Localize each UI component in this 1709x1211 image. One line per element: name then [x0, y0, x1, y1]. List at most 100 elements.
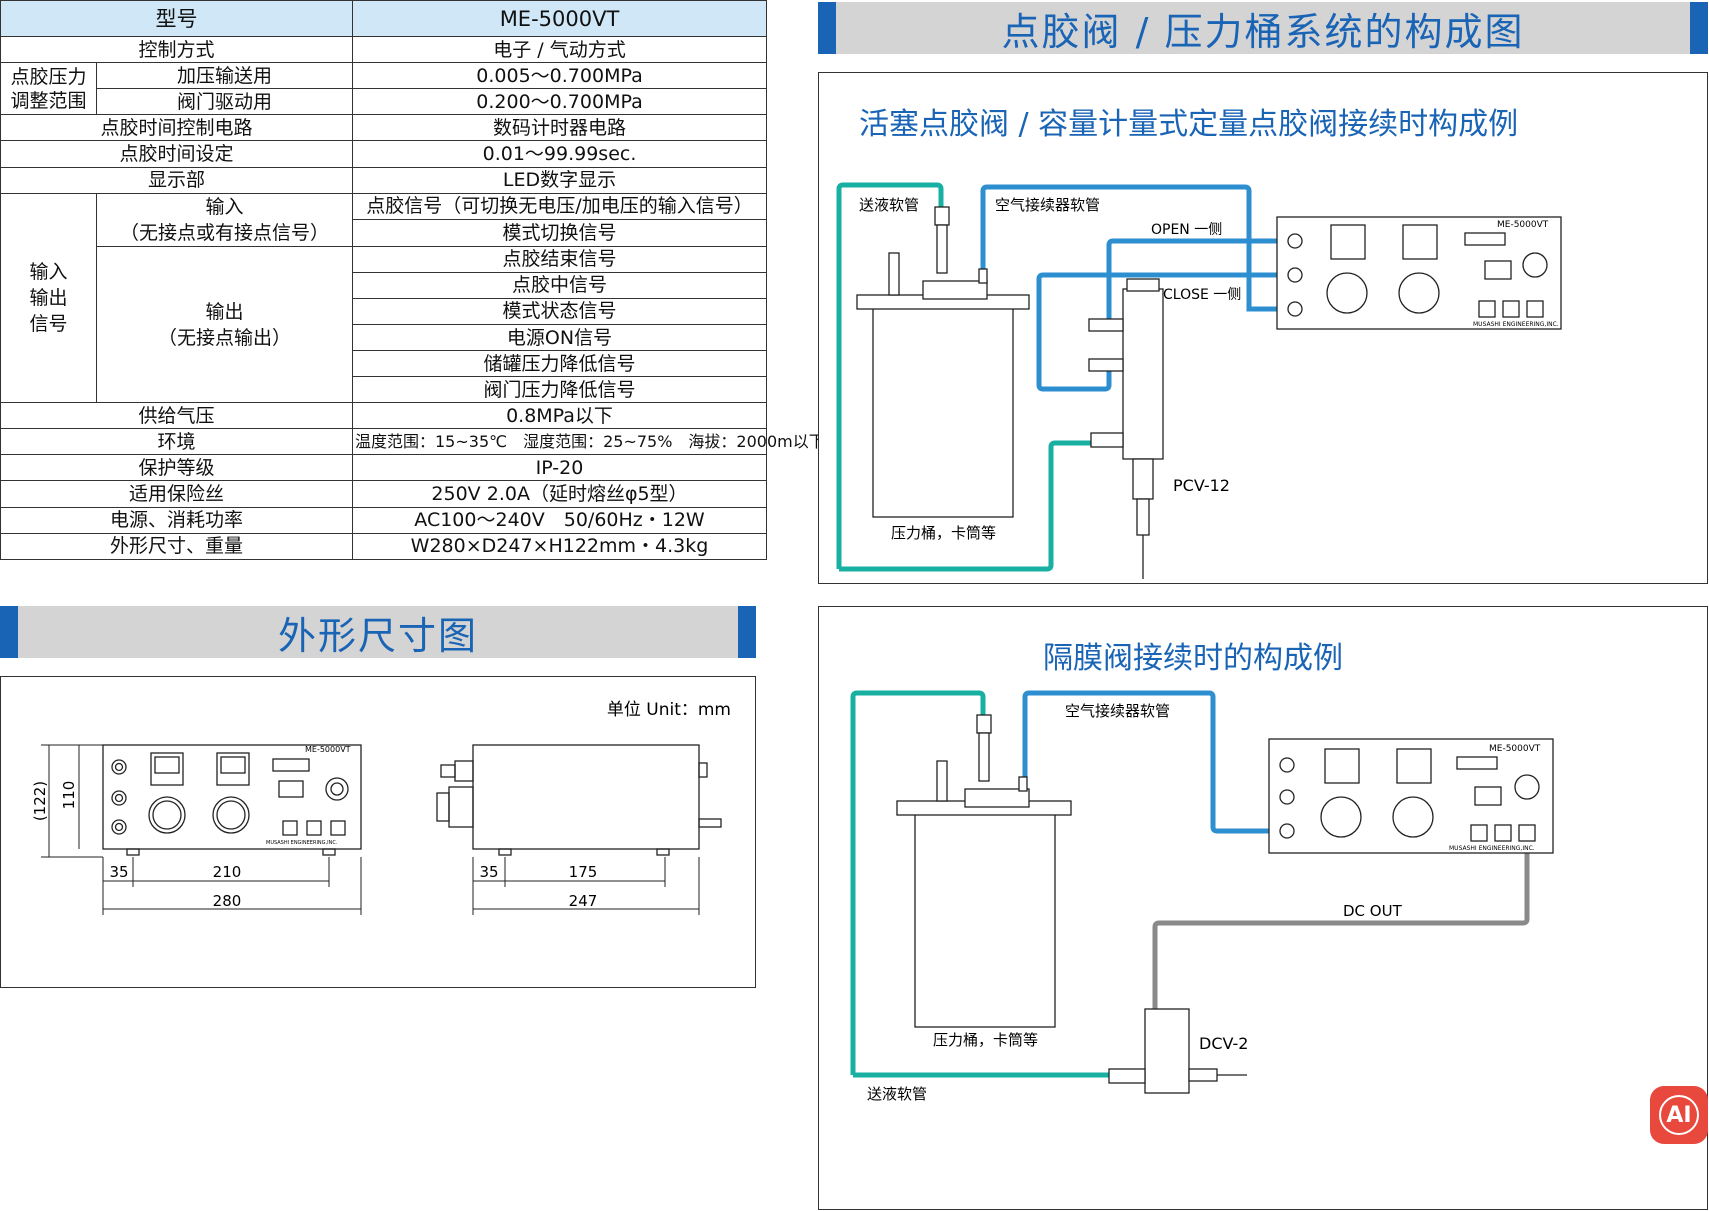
controller-button-icon	[1494, 824, 1512, 842]
table-row: 外形尺寸、重量 W280×D247×H122mm・4.3kg	[0, 532, 767, 561]
controller-unit	[1268, 738, 1554, 854]
spec-header-label: 型号	[0, 0, 353, 38]
air-hose-line	[1022, 690, 1287, 834]
spec-value: 0.01～99.99sec.	[352, 140, 767, 168]
regulator-knob-inner	[216, 800, 246, 830]
unit-label: 单位 Unit：mm	[607, 700, 731, 720]
side-housing	[472, 744, 700, 850]
spec-label: 电源、消耗功率	[0, 506, 353, 534]
spec-label: 输出 （无接点输出）	[96, 245, 353, 404]
side-connector-icon	[698, 762, 708, 778]
spec-label: 加压输送用	[96, 62, 353, 90]
spec-value: 电源ON信号	[352, 324, 767, 352]
spec-label: 适用保险丝	[0, 480, 353, 508]
side-dimension-lines	[472, 857, 700, 915]
table-row: 点胶时间设定 0.01～99.99sec.	[0, 140, 767, 168]
spec-label: 点胶时间设定	[0, 140, 353, 168]
spec-value: 点胶中信号	[352, 271, 767, 299]
pcv-cap	[1126, 278, 1160, 292]
side-fitting-icon	[454, 760, 474, 782]
mode-switch-icon	[1474, 786, 1502, 806]
pressure-meter-icon	[216, 752, 250, 786]
foot-icon	[656, 848, 670, 856]
spec-label: 输入 （无接点或有接点信号）	[96, 192, 353, 247]
pressure-meter-icon	[1402, 224, 1438, 260]
spec-group-label: 输入 输出 信号	[0, 192, 97, 404]
controller-port-icon	[1287, 301, 1303, 317]
open-side-label: OPEN 一侧	[1151, 222, 1222, 238]
pcv-lower-icon	[1132, 458, 1154, 500]
table-row: 电源、消耗功率 AC100～240V 50/60Hz・12W	[0, 506, 767, 534]
regulator-knob-icon	[1326, 272, 1368, 314]
spec-value: IP-20	[352, 454, 767, 482]
timer-display-icon	[272, 758, 310, 772]
table-row: 模式切换信号	[1, 219, 767, 247]
tank-pipe-icon	[978, 732, 990, 782]
front-port-icon	[111, 790, 127, 806]
spec-group-label: 点胶压力 调整范围	[0, 62, 97, 116]
close-hose-line	[1036, 272, 1291, 392]
table-row: 阀门驱动用 0.200～0.700MPa	[1, 88, 767, 116]
front-button-icon	[306, 820, 322, 836]
tank-label: 压力桶，卡筒等	[933, 1031, 1038, 1049]
table-row: 适用保险丝 250V 2.0A（延时熔丝φ5型）	[0, 480, 767, 508]
piston-panel: 活塞点胶阀 / 容量计量式定量点胶阀接续时构成例	[818, 72, 1708, 584]
controller-button-icon	[1470, 824, 1488, 842]
pcv-port-icon	[1088, 358, 1124, 372]
dim-35-label: 35	[109, 863, 128, 881]
controller-port-icon	[1279, 757, 1295, 773]
controller-model-label: ME-5000VT	[1489, 744, 1541, 754]
spec-value: 阀门压力降低信号	[352, 376, 767, 404]
dim-122-label: (122)	[31, 781, 49, 821]
side-regulator-icon	[436, 792, 450, 822]
controller-button-icon	[1478, 300, 1496, 318]
side-dim-247-label: 247	[569, 892, 598, 910]
spec-value: LED数字显示	[352, 166, 767, 194]
spec-label: 点胶时间控制电路	[0, 114, 353, 142]
controller-button-icon	[1526, 300, 1544, 318]
table-row: 输入 输出 信号 输入 （无接点或有接点信号） 点胶信号（可切换无电压/加电压的…	[0, 192, 767, 404]
pcv-port-icon	[1088, 318, 1124, 332]
outline-section-title: 外形尺寸图	[277, 613, 478, 658]
system-section-title: 点胶阀 / 压力桶系统的构成图	[1001, 9, 1525, 54]
foot-icon	[322, 848, 336, 856]
piston-title: 活塞点胶阀 / 容量计量式定量点胶阀接续时构成例	[859, 107, 1519, 142]
feed-hose-label: 送液软管	[859, 196, 919, 214]
feed-hose-label: 送液软管	[867, 1085, 927, 1103]
timer-display-icon	[1456, 756, 1498, 770]
side-connector-icon	[698, 818, 722, 828]
dcv-feed-port-icon	[1108, 1068, 1146, 1084]
spec-value: 0.200～0.700MPa	[352, 88, 767, 116]
dcv-nozzle-icon	[1188, 1068, 1218, 1082]
diaphragm-diagram: ME-5000VT MUSASHI ENGINEERING,INC. 空气接续器…	[850, 690, 1554, 1103]
table-row: 环境 温度范围：15~35℃ 湿度范围：25~75% 海拔：2000m以下	[0, 428, 825, 456]
dc-out-label: DC OUT	[1343, 902, 1403, 920]
table-row: 点胶中信号	[1, 271, 767, 299]
air-hose-label: 空气接续器软管	[995, 196, 1100, 214]
spec-label: 外形尺寸、重量	[0, 532, 353, 561]
ai-assistant-button[interactable]: AI	[1650, 1086, 1708, 1144]
feed-hose-line	[836, 182, 944, 569]
dim-210-label: 210	[213, 863, 242, 881]
spec-value: 模式状态信号	[352, 297, 767, 326]
table-row: 型号 ME-5000VT	[0, 0, 767, 38]
dim-110-label: 110	[60, 781, 78, 810]
table-row: 点胶压力 调整范围 加压输送用 0.005～0.700MPa	[0, 62, 767, 116]
pcv-body	[1122, 288, 1164, 460]
controller-port-icon	[1287, 267, 1303, 283]
pressure-tank	[856, 206, 1030, 518]
regulator-knob-icon	[212, 796, 250, 834]
spec-value: 模式切换信号	[352, 219, 767, 247]
side-fitting-icon	[440, 764, 456, 778]
outline-panel: 单位 Unit：mm ME-5000VT MUSASHI ENGINEERING…	[0, 676, 756, 988]
spec-value: 储罐压力降低信号	[352, 350, 767, 378]
ai-badge-label: AI	[1659, 1095, 1699, 1135]
foot-icon	[126, 848, 140, 856]
side-dim-175-label: 175	[569, 863, 598, 881]
front-maker-label: MUSASHI ENGINEERING,INC.	[266, 840, 338, 846]
regulator-knob-icon	[1398, 272, 1440, 314]
pressure-tank	[896, 714, 1072, 1028]
dim-280-label: 280	[213, 892, 242, 910]
spec-value: 数码计时器电路	[352, 114, 767, 142]
close-side-label: CLOSE 一侧	[1163, 287, 1241, 303]
